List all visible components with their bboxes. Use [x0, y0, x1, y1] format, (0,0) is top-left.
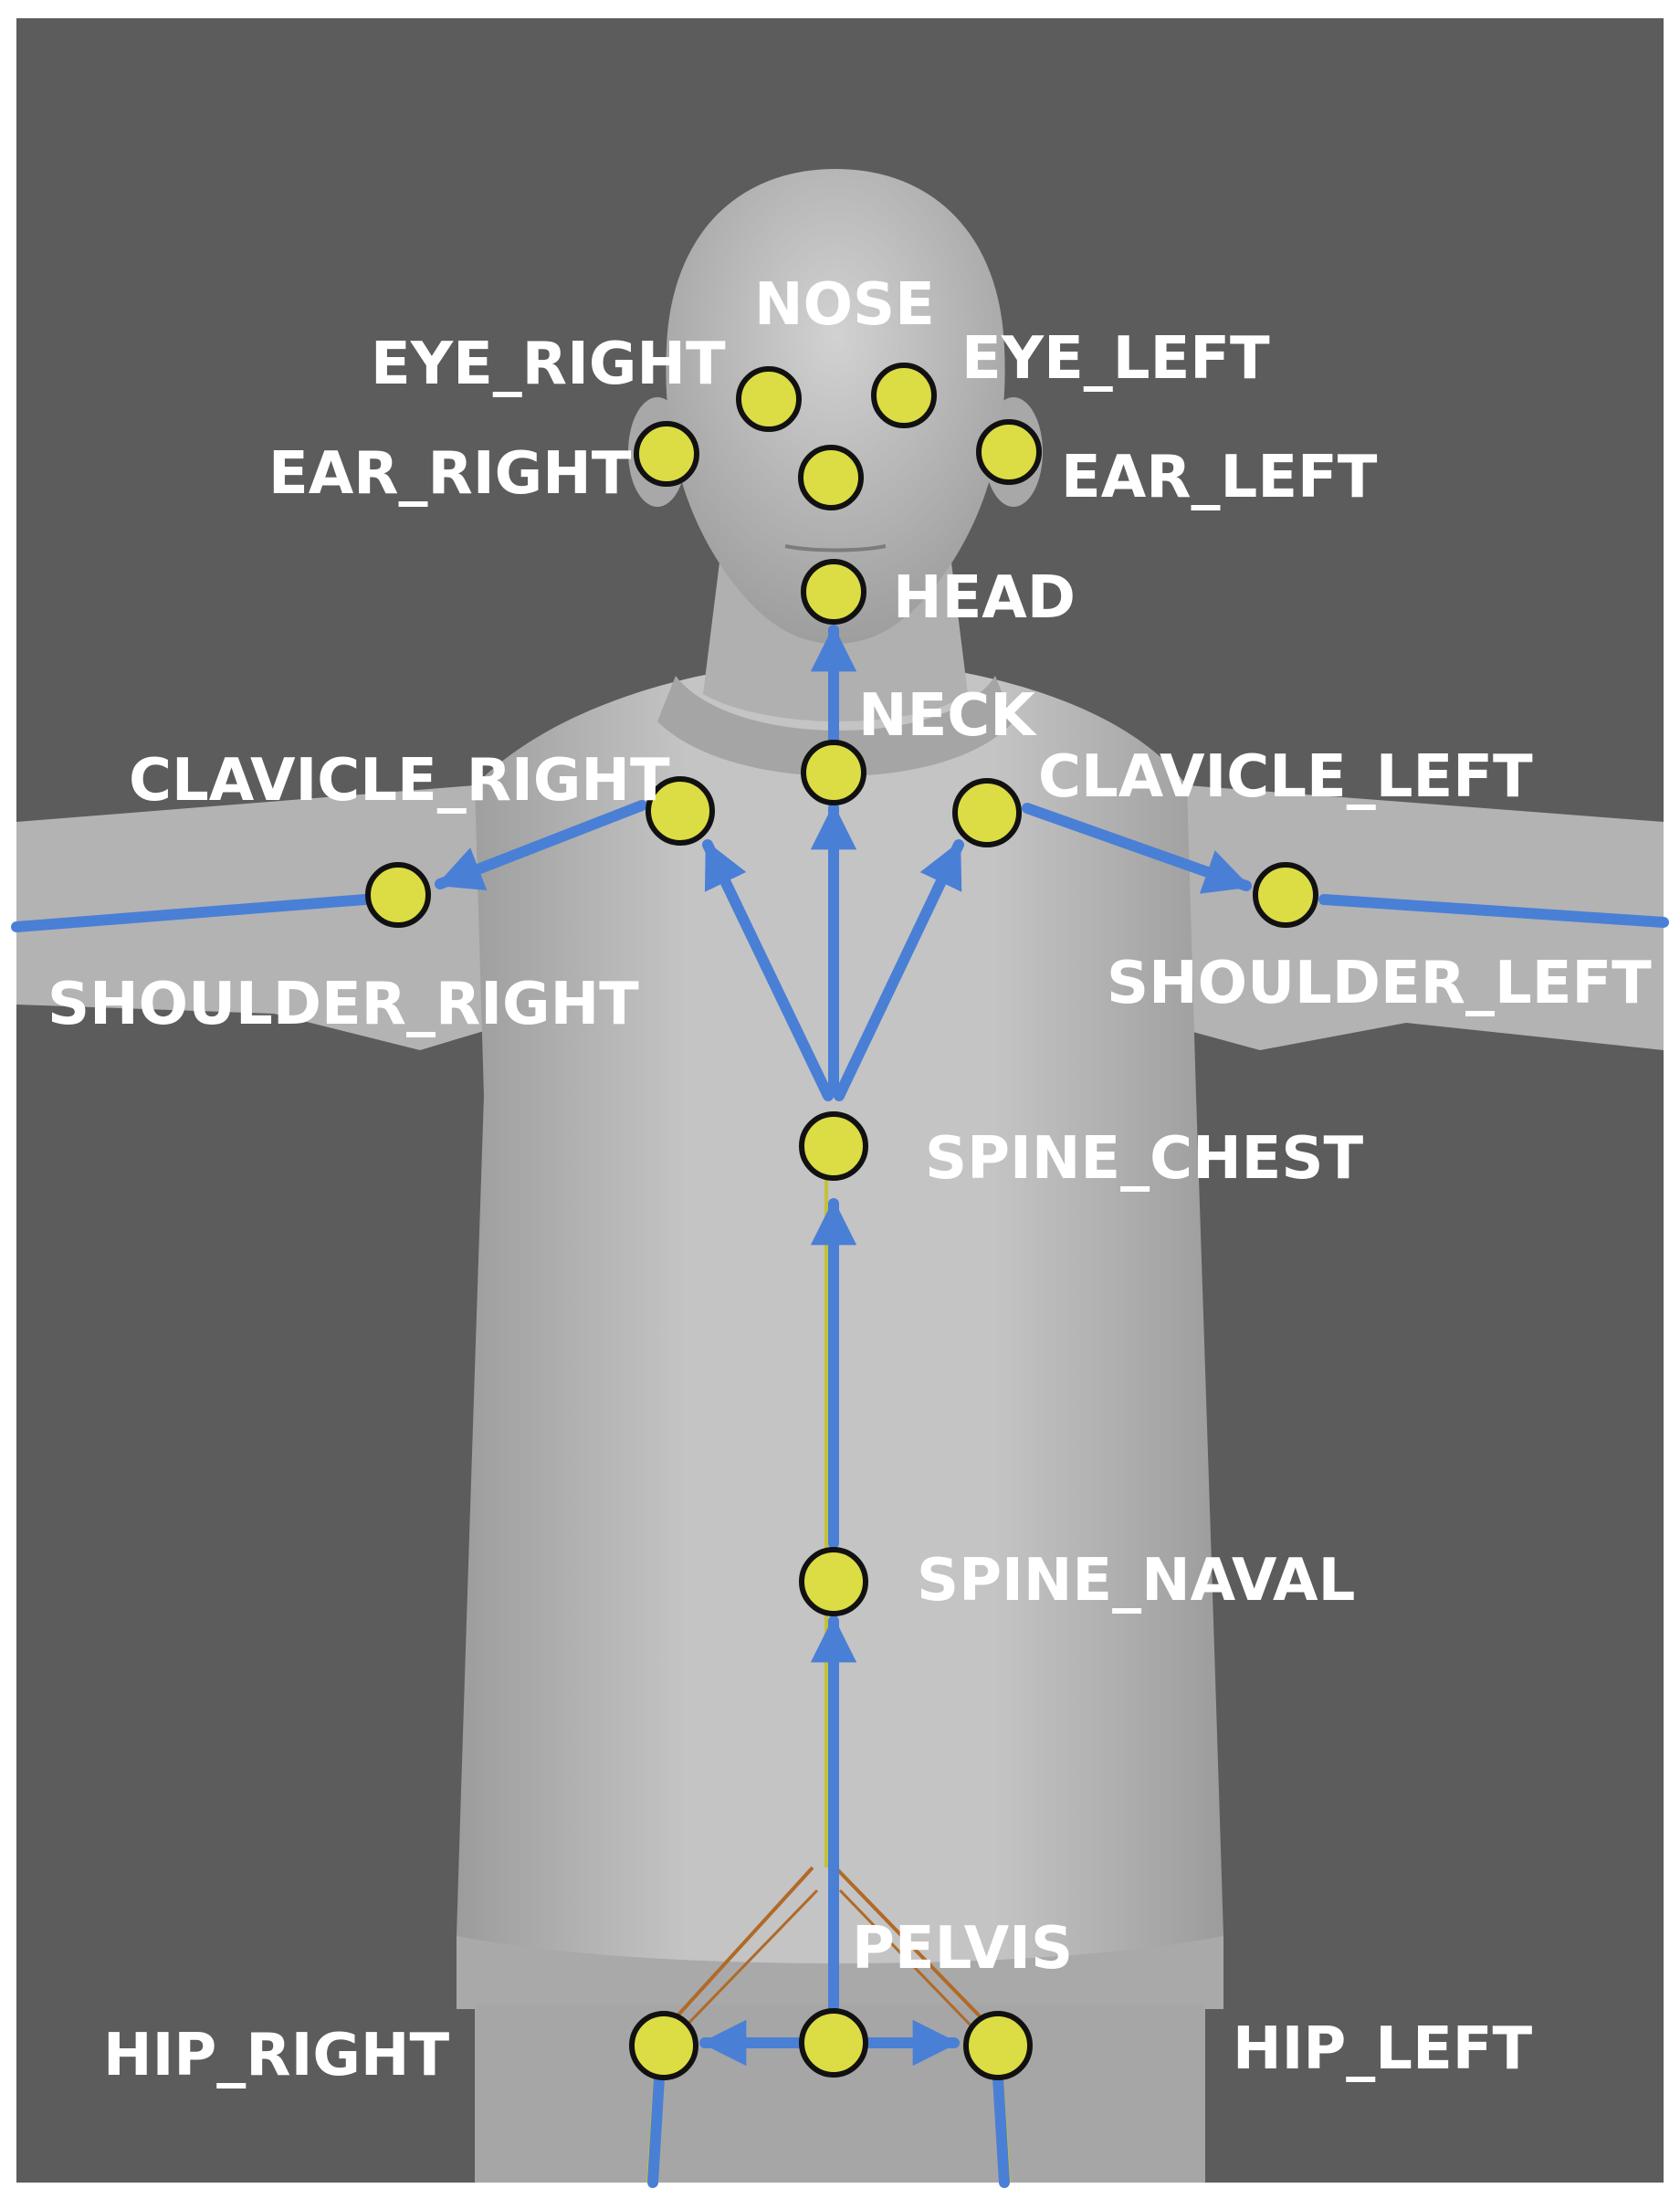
joint-eye-left[interactable] [871, 363, 937, 428]
joint-hip-left[interactable] [963, 2011, 1033, 2080]
shirt-hem [457, 1936, 1223, 2009]
bone-clavicle-shoulder-left [1022, 803, 1252, 894]
joint-clavicle-left[interactable] [952, 778, 1022, 847]
bone-shoulder-elbow-left [1318, 894, 1669, 928]
joint-clavicle-right[interactable] [646, 776, 715, 846]
label-shoulder-left: SHOULDER_LEFT [1107, 950, 1652, 1017]
head-shape [666, 169, 1005, 644]
label-head: HEAD [893, 564, 1076, 632]
joint-pelvis[interactable] [799, 2008, 868, 2078]
label-shoulder-right: SHOULDER_RIGHT [47, 971, 639, 1038]
joint-spine-naval[interactable] [799, 1547, 868, 1616]
mouth-line [784, 544, 887, 552]
pelvis-wire-right-2 [678, 1889, 819, 2034]
joint-eye-right[interactable] [736, 366, 802, 432]
label-hip-left: HIP_LEFT [1233, 2015, 1533, 2083]
pelvis-wire-left-2 [838, 1889, 979, 2034]
joint-spine-chest[interactable] [799, 1111, 868, 1181]
torso [457, 658, 1223, 2009]
joint-head[interactable] [801, 559, 866, 625]
collar [657, 676, 1013, 776]
label-eye-left: EYE_LEFT [961, 325, 1270, 393]
arm-right [16, 785, 511, 1050]
joint-labels: NOSE EYE_RIGHT EYE_LEFT EAR_RIGHT EAR_LE… [47, 271, 1652, 2089]
label-spine-chest: SPINE_CHEST [925, 1125, 1363, 1193]
label-neck: NECK [858, 682, 1037, 750]
bone-chest-clavicle-right [702, 839, 834, 1101]
label-nose: NOSE [754, 271, 935, 339]
bone-chest-clavicle-left [834, 839, 964, 1101]
bone-hip-knee-right [647, 2072, 665, 2188]
joint-hip-right[interactable] [629, 2011, 698, 2080]
pelvis-wire-left [834, 1866, 988, 2025]
label-clavicle-left: CLAVICLE_LEFT [1038, 743, 1533, 811]
bone-shoulder-elbow-right [11, 894, 371, 932]
bone-clavicle-shoulder-right [435, 800, 647, 891]
pelvis-wire-right [669, 1866, 814, 2025]
joint-ear-left[interactable] [976, 419, 1042, 485]
label-hip-right: HIP_RIGHT [103, 2022, 449, 2089]
joint-neck[interactable] [801, 740, 866, 805]
joint-shoulder-left[interactable] [1253, 862, 1318, 928]
joint-shoulder-right[interactable] [365, 862, 431, 928]
joint-ear-right[interactable] [634, 421, 699, 487]
label-pelvis: PELVIS [852, 1915, 1073, 1983]
joint-nose[interactable] [798, 445, 864, 510]
label-ear-left: EAR_LEFT [1061, 444, 1378, 511]
label-eye-right: EYE_RIGHT [371, 331, 726, 398]
bones [11, 625, 1669, 2188]
label-spine-naval: SPINE_NAVAL [917, 1547, 1355, 1615]
joints [365, 363, 1318, 2080]
arm-left [1160, 785, 1664, 1050]
label-ear-right: EAR_RIGHT [268, 440, 632, 508]
bone-hip-knee-left [992, 2072, 1010, 2188]
label-clavicle-right: CLAVICLE_RIGHT [129, 747, 670, 815]
